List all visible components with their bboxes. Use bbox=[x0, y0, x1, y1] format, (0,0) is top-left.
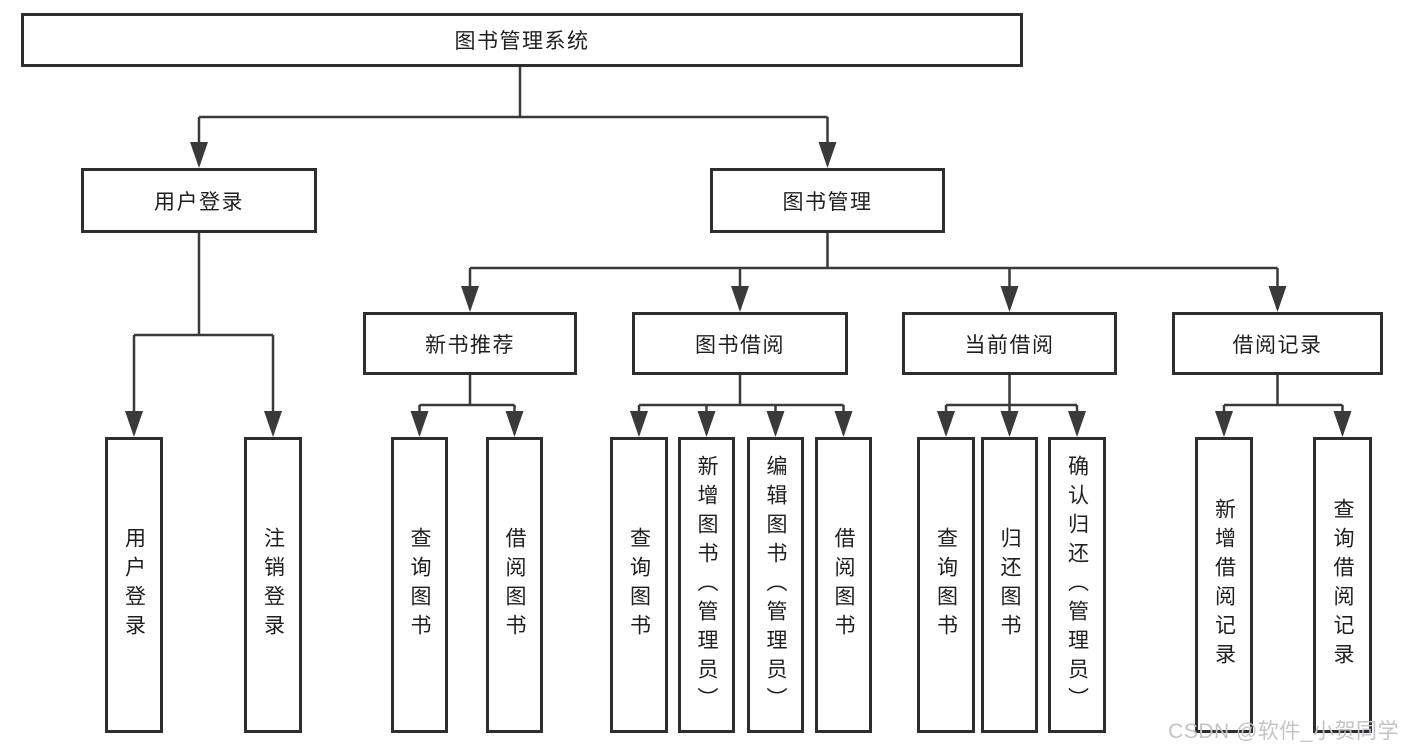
node-label: 用户登录 bbox=[154, 190, 244, 214]
leaf-query-borrow-record: 查询借阅记录 bbox=[1313, 437, 1372, 733]
node-label: 借阅记录 bbox=[1232, 333, 1323, 357]
leaf-borrow-books-recommend: 借阅图书 bbox=[486, 437, 543, 733]
leaf-label: 新增借阅记录 bbox=[1212, 498, 1236, 672]
watermark: CSDN @软件_小贺同学 bbox=[1168, 720, 1399, 743]
leaf-label: 借阅图书 bbox=[503, 527, 526, 643]
node-new-book-recommend: 新书推荐 bbox=[363, 312, 577, 375]
leaf-label: 借阅图书 bbox=[832, 527, 855, 643]
leaf-label: 用户登录 bbox=[122, 527, 146, 643]
leaf-query-books-recommend: 查询图书 bbox=[391, 437, 448, 733]
node-book-borrow: 图书借阅 bbox=[632, 312, 848, 375]
leaf-return-books: 归还图书 bbox=[981, 437, 1038, 733]
node-current-borrow: 当前借阅 bbox=[902, 312, 1117, 375]
node-borrow-records: 借阅记录 bbox=[1172, 312, 1383, 375]
node-label: 图书借阅 bbox=[695, 333, 785, 357]
node-label: 当前借阅 bbox=[964, 333, 1055, 357]
leaf-user-login: 用户登录 bbox=[105, 437, 163, 733]
leaf-label: 查询借阅记录 bbox=[1331, 498, 1354, 672]
leaf-label: 归还图书 bbox=[998, 527, 1021, 643]
node-book-management: 图书管理 bbox=[710, 168, 945, 233]
leaf-label: 查询图书 bbox=[934, 527, 958, 643]
leaf-confirm-return-admin: 确认归还（管理员） bbox=[1048, 437, 1106, 733]
leaf-label: 新增图书（管理员） bbox=[695, 454, 718, 716]
leaf-label: 注销登录 bbox=[261, 527, 285, 643]
leaf-label: 查询图书 bbox=[408, 527, 431, 643]
leaf-edit-book-admin: 编辑图书（管理员） bbox=[747, 437, 804, 733]
leaf-query-books-current: 查询图书 bbox=[917, 437, 975, 733]
node-user-login: 用户登录 bbox=[81, 168, 317, 233]
node-label: 图书管理系统 bbox=[454, 30, 590, 53]
node-label: 图书管理 bbox=[782, 190, 873, 214]
leaf-borrow-books: 借阅图书 bbox=[815, 437, 872, 733]
node-label: 新书推荐 bbox=[425, 333, 515, 357]
node-library-system: 图书管理系统 bbox=[21, 13, 1023, 67]
leaf-label: 编辑图书（管理员） bbox=[764, 454, 787, 716]
leaf-logout: 注销登录 bbox=[244, 437, 302, 733]
leaf-add-book-admin: 新增图书（管理员） bbox=[678, 437, 735, 733]
leaf-query-books-borrow: 查询图书 bbox=[610, 437, 668, 733]
leaf-label: 确认归还（管理员） bbox=[1065, 454, 1089, 716]
leaf-add-borrow-record: 新增借阅记录 bbox=[1195, 437, 1253, 733]
leaf-label: 查询图书 bbox=[627, 527, 651, 643]
